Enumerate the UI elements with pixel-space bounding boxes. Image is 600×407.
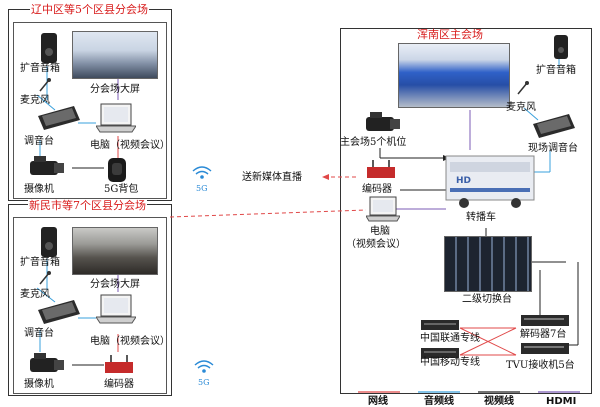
main-cameras-label: 主会场5个机位 — [340, 137, 407, 148]
backpack-icon — [108, 158, 126, 182]
mic-label: 麦克风 — [20, 289, 50, 300]
encoder-icon — [105, 355, 133, 373]
mixer-icon — [533, 114, 575, 138]
mixer-label: 调音台 — [24, 136, 54, 147]
speaker-icon — [41, 227, 57, 257]
sub-venue-screen-photo — [72, 31, 158, 79]
microphone-icon — [39, 78, 51, 92]
main-speaker-label: 扩音音箱 — [536, 65, 576, 76]
legend-video-label: 视频线 — [484, 396, 514, 407]
encoder-label: 编码器 — [104, 379, 134, 390]
mic-label: 麦克风 — [20, 95, 50, 106]
camera-label: 摄像机 — [24, 379, 54, 390]
van-label: 转播车 — [466, 212, 496, 223]
decoder-device-icon — [521, 315, 569, 326]
laptop-icon — [366, 196, 400, 222]
computer-label: 电脑（视频会议） — [90, 336, 170, 347]
main-computer-label-1: 电脑 — [370, 226, 390, 237]
legend-hdmi-label: HDMI — [546, 396, 577, 407]
camera-label: 摄像机 — [24, 184, 54, 195]
screen-label: 分会场大屏 — [90, 279, 140, 290]
mobile-label: 中国移动专线 — [420, 357, 480, 368]
sub-venue-title-top: 辽中区等5个区县分会场 — [30, 3, 149, 16]
main-mic-label: 麦克风 — [506, 102, 536, 113]
unicom-label: 中国联通专线 — [420, 333, 480, 344]
decoder-label: 解码器7台 — [520, 329, 567, 340]
broadcast-van-icon: HD — [445, 155, 535, 208]
camera-icon — [366, 112, 400, 131]
laptop-icon — [96, 103, 136, 133]
switcher-photo — [444, 236, 532, 292]
microphone-icon — [39, 271, 51, 285]
signal-5g-label: 5G — [196, 184, 208, 193]
wifi-5g-icon — [194, 360, 214, 373]
tvu-label: TVU接收机5台 — [506, 360, 575, 371]
sub-venue-screen-photo — [72, 227, 158, 275]
main-computer-label-2: （视频会议） — [346, 239, 406, 250]
main-venue-title: 浑南区主会场 — [416, 28, 484, 41]
speaker-icon — [41, 33, 57, 63]
signal-5g-label: 5G — [198, 378, 210, 387]
tvu-receiver-icon — [521, 343, 569, 354]
sub-venue-title-bottom: 新民市等7个区县分会场 — [28, 199, 147, 212]
mixer-icon — [38, 300, 80, 324]
encoder-icon — [367, 160, 395, 178]
switcher-label: 二级切换台 — [462, 294, 512, 305]
legend-network-label: 网线 — [368, 396, 388, 407]
main-venue-screen-photo — [398, 43, 510, 108]
mixer-icon — [38, 106, 80, 130]
legend-audio-label: 音频线 — [424, 396, 454, 407]
speaker-icon — [554, 35, 568, 59]
camera-icon — [30, 156, 64, 175]
speaker-label: 扩音音箱 — [20, 63, 60, 74]
new-media-label: 送新媒体直播 — [242, 172, 302, 183]
computer-label: 电脑（视频会议） — [90, 140, 170, 151]
main-mixer-label: 现场调音台 — [528, 143, 578, 154]
mixer-label: 调音台 — [24, 328, 54, 339]
leased-line-device-icon — [421, 348, 459, 358]
laptop-icon — [96, 294, 136, 324]
camera-icon — [30, 353, 64, 372]
wifi-5g-icon — [192, 166, 212, 179]
screen-label: 分会场大屏 — [90, 84, 140, 95]
speaker-label: 扩音音箱 — [20, 257, 60, 268]
svg-text:HD: HD — [456, 176, 471, 186]
microphone-icon — [517, 81, 529, 95]
leased-line-device-icon — [421, 320, 459, 330]
main-encoder-label: 编码器 — [362, 184, 392, 195]
backpack-label: 5G背包 — [104, 184, 139, 195]
